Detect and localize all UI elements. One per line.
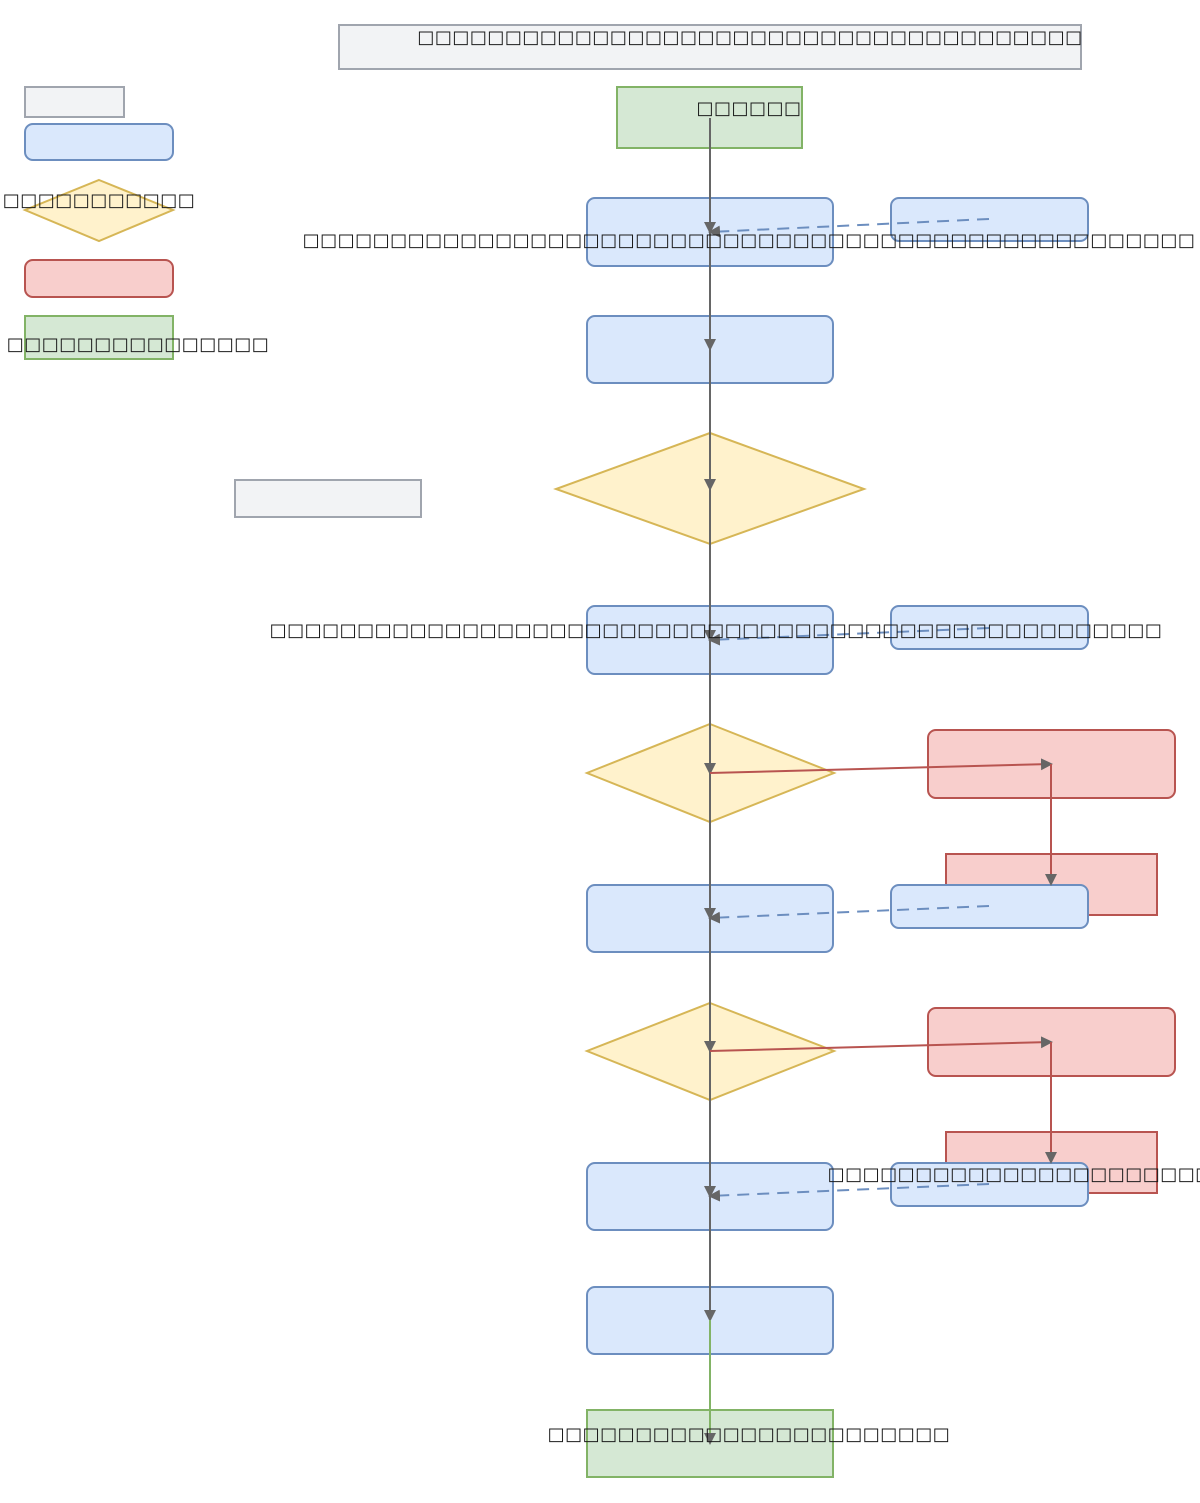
legend-terminal-label: □□□□□□□□□□□□□□□: [7, 334, 270, 355]
edge-input-step5: [708, 1183, 990, 1202]
side-note: [234, 479, 422, 518]
error2-note-label: □□□□□□□□□□□□□□□□□□□□□□□: [828, 1164, 1200, 1185]
edge-decision3-error2: [709, 1036, 1053, 1052]
connectors: [704, 118, 1057, 1445]
edge-input-step4: [708, 905, 990, 924]
title-text: □□□□□□□□□□□□□□□□□□□□□□□□□□□□□□□□□□□□□□: [417, 27, 1082, 48]
legend-decision-label: □□□□□□□□□□□: [3, 190, 196, 211]
legend-error-swatch: [24, 259, 174, 298]
start-label: □□□□□□: [696, 98, 801, 119]
process-step-3-input: [890, 605, 1089, 650]
process-step-1-input: [890, 197, 1089, 242]
end-label: □□□□□□□□□□□□□□□□□□□□□□□: [548, 1424, 951, 1445]
legend-decision-swatch: [22, 178, 176, 243]
edge-decision2-error1: [709, 758, 1053, 774]
step1-label: □□□□□□□□□□□□□□□□□□□□□□□□□□□□□□□□□□□□□□□□…: [303, 230, 1196, 251]
edge-input-step3: [708, 627, 990, 646]
legend-process-swatch: [24, 123, 174, 161]
process-step-5-input: [890, 1162, 1089, 1207]
title-banner: □□□□□□□□□□□□□□□□□□□□□□□□□□□□□□□□□□□□□□: [338, 24, 1082, 70]
step3-label: □□□□□□□□□□□□□□□□□□□□□□□□□□□□□□□□□□□□□□□□…: [270, 620, 1163, 641]
legend: □□□□□□□□□□□ □□□□□□□□□□□□□□□: [3, 86, 270, 360]
legend-note-swatch: [24, 86, 125, 118]
process-step-4-input: [890, 884, 1089, 929]
edge-input-step1: [708, 218, 990, 238]
legend-terminal-swatch: [24, 315, 174, 360]
